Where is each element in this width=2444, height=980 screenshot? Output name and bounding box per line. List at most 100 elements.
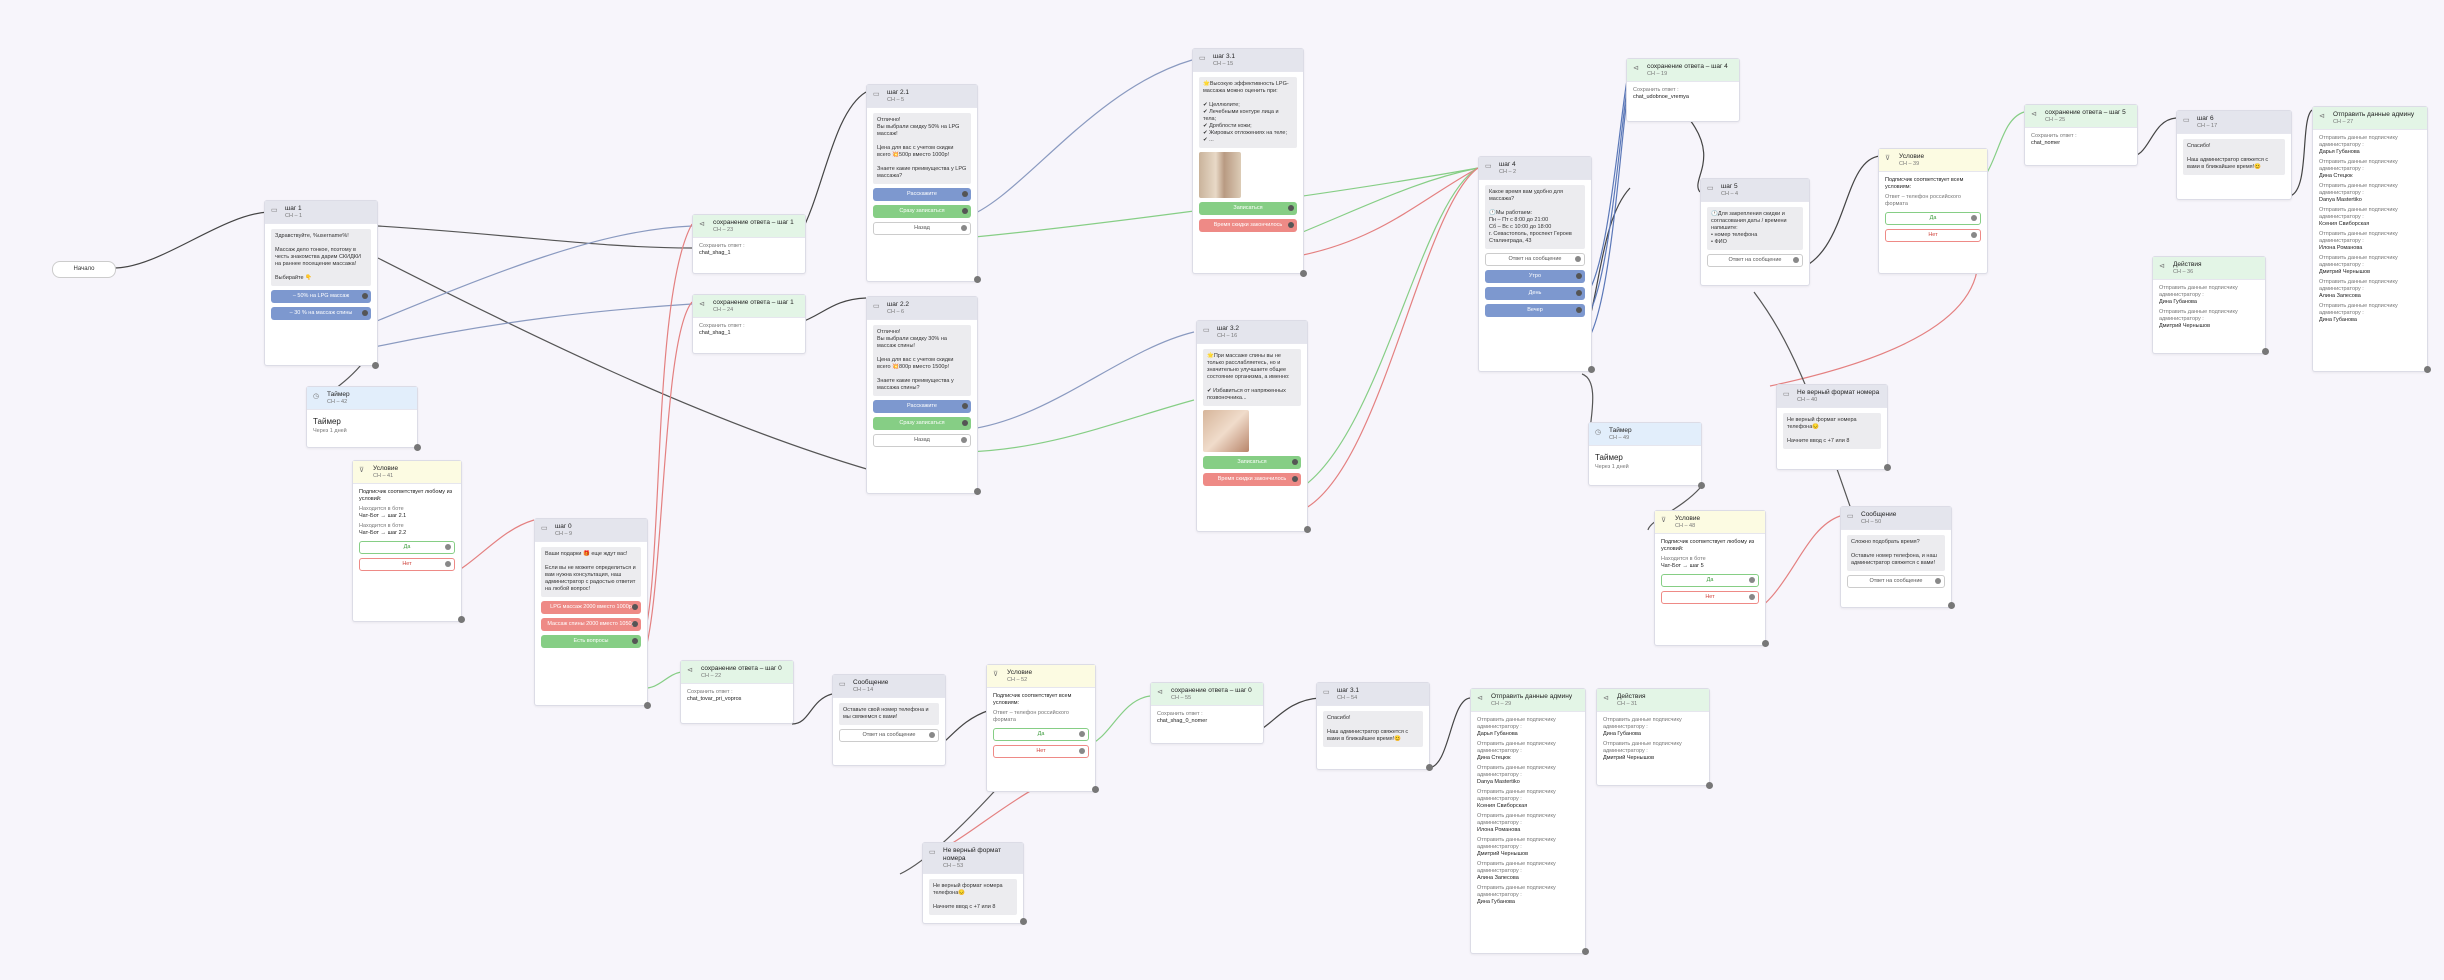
no-branch[interactable]: Нет xyxy=(1885,229,1981,242)
connector-port[interactable] xyxy=(2424,366,2431,373)
connector-port[interactable] xyxy=(414,444,421,451)
admin-name: Danya Mastertiko xyxy=(2319,197,2362,203)
message-icon: ▭ xyxy=(1847,513,1854,520)
message-icon: ▭ xyxy=(1783,391,1790,398)
connector-port[interactable] xyxy=(372,362,379,369)
connector-port[interactable] xyxy=(1698,482,1705,489)
wait-reply[interactable]: Ответ на сообщение xyxy=(839,729,939,742)
button-lpg-offer[interactable]: LPG массаж 2000 вместо 1000р xyxy=(541,601,641,614)
button-evening[interactable]: Вечер xyxy=(1485,304,1585,317)
yes-branch[interactable]: Да xyxy=(359,541,455,554)
wait-reply[interactable]: Ответ на сообщение xyxy=(1847,575,1945,588)
button-back-massage-discount[interactable]: – 30 % на массаж спины xyxy=(271,307,371,320)
admin-name: Алина Запесова xyxy=(1477,875,1519,881)
message-icon: ▭ xyxy=(929,849,936,856)
button-day[interactable]: День xyxy=(1485,287,1585,300)
admin-label: Отправить данные подписчику администрато… xyxy=(1477,741,1556,754)
connector-dot[interactable] xyxy=(362,310,368,316)
connector-port[interactable] xyxy=(1948,602,1955,609)
admin-label: Отправить данные подписчику администрато… xyxy=(2319,279,2398,292)
button-lpg-discount[interactable]: – 50% на LPG массаж xyxy=(271,290,371,303)
connector-port[interactable] xyxy=(974,488,981,495)
admin-label: Отправить данные подписчику администрато… xyxy=(2319,183,2398,196)
connector-port[interactable] xyxy=(1300,270,1307,277)
connector-port[interactable] xyxy=(1304,526,1311,533)
connector-port[interactable] xyxy=(1426,764,1433,771)
no-branch[interactable]: Нет xyxy=(359,558,455,571)
no-branch[interactable]: Нет xyxy=(993,745,1089,758)
connector-port[interactable] xyxy=(1092,786,1099,793)
button-tell-more[interactable]: Расскажите xyxy=(873,400,971,413)
connector-dot[interactable] xyxy=(362,293,368,299)
connector-port[interactable] xyxy=(1762,640,1769,647)
button-back[interactable]: Назад xyxy=(873,434,971,447)
yes-branch[interactable]: Да xyxy=(1661,574,1759,587)
clock-icon: ◷ xyxy=(313,393,320,400)
connector-port[interactable] xyxy=(1582,948,1589,955)
button-back[interactable]: Назад xyxy=(873,222,971,235)
filter-icon: ⊽ xyxy=(1885,155,1891,162)
button-tell-more[interactable]: Расскажите xyxy=(873,188,971,201)
button-book-now[interactable]: Сразу записаться xyxy=(873,205,971,218)
connector-port[interactable] xyxy=(1884,464,1891,471)
button-questions[interactable]: Есть вопросы xyxy=(541,635,641,648)
no-branch[interactable]: Нет xyxy=(1661,591,1759,604)
wait-reply[interactable]: Ответ на сообщение xyxy=(1485,253,1585,266)
yes-branch[interactable]: Да xyxy=(993,728,1089,741)
save-icon: ⊲ xyxy=(699,301,705,308)
start-node[interactable]: Начало xyxy=(52,261,116,278)
admin-name: Дмитрий Чернышов xyxy=(1603,755,1654,761)
button-book[interactable]: Записаться xyxy=(1203,456,1301,469)
button-back-offer[interactable]: Массаж спины 2000 вместо 1050р xyxy=(541,618,641,631)
connector-port[interactable] xyxy=(644,702,651,709)
button-morning[interactable]: Утро xyxy=(1485,270,1585,283)
connector-port[interactable] xyxy=(1020,918,1027,925)
connector-port[interactable] xyxy=(1706,782,1713,789)
connector-port[interactable] xyxy=(458,616,465,623)
button-discount-ended[interactable]: Время скидки закончилось xyxy=(1199,219,1297,232)
connector-port[interactable] xyxy=(1588,366,1595,373)
button-book-now[interactable]: Сразу записаться xyxy=(873,417,971,430)
button-book[interactable]: Записаться xyxy=(1199,202,1297,215)
filter-icon: ⊽ xyxy=(993,671,999,678)
button-discount-ended[interactable]: Время скидки закончилось xyxy=(1203,473,1301,486)
wait-reply[interactable]: Ответ на сообщение xyxy=(1707,254,1803,267)
node-id: CH – 1 xyxy=(285,213,303,219)
connector-port[interactable] xyxy=(974,276,981,283)
admin-name: Дмитрий Чернышов xyxy=(2159,323,2210,329)
connector-port[interactable] xyxy=(2262,348,2269,355)
admin-name: Дина Губанова xyxy=(2159,299,2197,305)
yes-branch[interactable]: Да xyxy=(1885,212,1981,225)
